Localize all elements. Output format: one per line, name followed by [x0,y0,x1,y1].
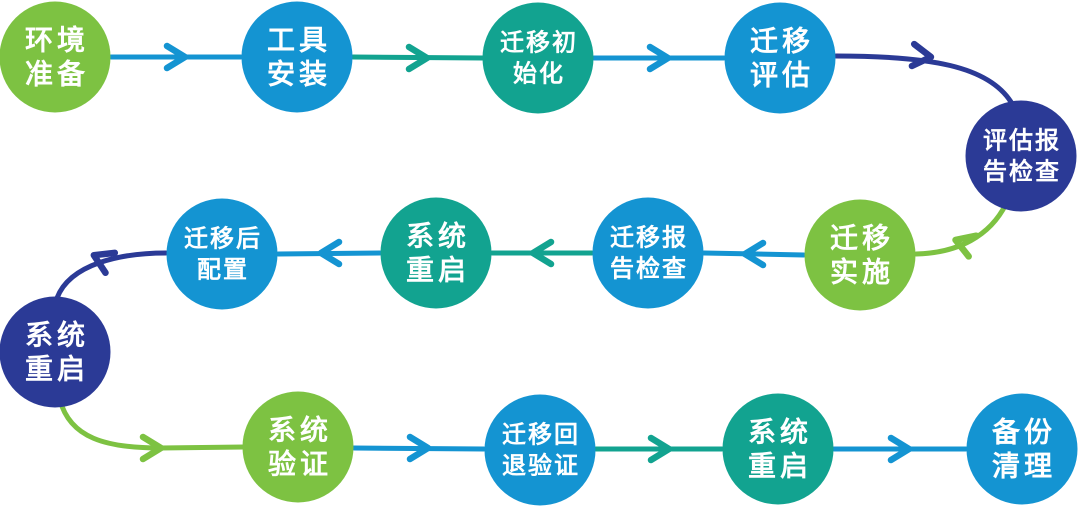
node-label-line: 系统 [405,220,470,251]
arrow-line [701,250,807,258]
node-label-line: 重启 [405,254,470,285]
arrow-line [351,445,487,452]
arrow-head-icon [646,43,672,73]
edge-migration-assess-to-assess-report-check [833,40,1014,105]
node-label-line: 系统 [267,414,332,445]
arrow-line [54,250,169,301]
node-label-line: 评估 [749,59,814,90]
edge-migration-init-to-migration-assess [591,43,727,73]
node-label-line: 重启 [24,353,89,384]
node-label-line: 安装 [266,58,331,89]
arrow-line [833,53,1014,105]
node-system-restart-mid: 系统 重启 [380,197,492,309]
node-label-line: 退验证 [502,452,580,479]
node-label-line: 迁移报 [610,224,688,251]
arrow-head-icon [952,232,980,260]
node-label-line: 告检查 [610,255,688,282]
node-label-line: 准备 [24,58,89,89]
edge-migration-implement-to-migration-report-check [701,239,807,269]
node-system-verify: 系统 验证 [242,391,354,503]
edge-system-restart-mid-to-post-migration-config [275,238,383,268]
node-label-line: 迁移初 [500,29,578,56]
node-label-line: 配置 [197,256,249,283]
edge-system-restart-left-to-system-verify [57,397,247,463]
arrow-head-icon [529,238,555,268]
node-label-line: 系统 [24,319,89,350]
node-label-line: 清理 [991,450,1056,481]
arrow-head-icon [741,239,767,269]
arrow-line [275,250,383,257]
arrow-head-icon [887,434,913,464]
arrow-head-icon [405,43,431,73]
node-migration-implement: 迁移 实施 [804,199,916,311]
node-migration-rollback-verify: 迁移回 退验证 [484,394,596,506]
node-label-line: 系统 [747,416,812,447]
node-label-line: 迁移 [749,25,814,56]
node-label-line: 告检查 [983,158,1061,185]
edge-migration-rollback-verify-to-system-restart-bottom [593,434,725,464]
edge-migration-report-check-to-system-restart-mid [489,238,595,268]
arrow-line [913,201,1009,257]
node-assess-report-check: 评估报 告检查 [965,100,1077,212]
node-label-line: 工具 [266,24,331,55]
node-label-line: 迁移 [829,222,894,253]
node-label-line: 备份 [991,416,1056,447]
node-label-line: 迁移后 [184,225,262,252]
node-env-prep: 环境 准备 [0,1,111,113]
edge-assess-report-check-to-migration-implement [913,201,1009,260]
node-migration-assess: 迁移 评估 [724,2,836,114]
arrow-line [57,397,247,451]
edge-post-migration-config-to-system-restart-left [54,249,169,301]
node-label-line: 实施 [829,256,894,287]
edge-tool-install-to-migration-init [350,43,486,73]
node-label-line: 验证 [267,448,332,479]
edge-env-prep-to-tool-install [108,42,244,72]
node-system-restart-left: 系统 重启 [0,296,111,408]
node-label-line: 迁移回 [502,421,580,448]
arrow-head-icon [163,42,189,72]
arrow-head-icon [406,433,432,463]
arrow-head-icon [317,238,343,268]
node-tool-install: 工具 安装 [241,1,353,113]
arrow-head-icon [139,433,165,463]
node-label-line: 重启 [747,450,812,481]
arrow-head-icon [647,434,673,464]
edge-system-verify-to-migration-rollback-verify [351,433,487,463]
arrow-head-icon [908,40,935,70]
arrow-head-icon [90,249,119,277]
node-label-line: 环境 [24,24,89,55]
node-migration-init: 迁移初 始化 [482,2,594,114]
node-backup-cleanup: 备份 清理 [966,393,1078,505]
edge-system-restart-bottom-to-backup-cleanup [831,434,969,464]
node-migration-report-check: 迁移报 告检查 [592,197,704,309]
node-system-restart-bottom: 系统 重启 [722,393,834,505]
arrow-line [350,54,486,61]
node-label-line: 评估报 [983,127,1061,154]
node-label-line: 始化 [513,60,565,87]
node-post-migration-config: 迁移后 配置 [166,198,278,310]
